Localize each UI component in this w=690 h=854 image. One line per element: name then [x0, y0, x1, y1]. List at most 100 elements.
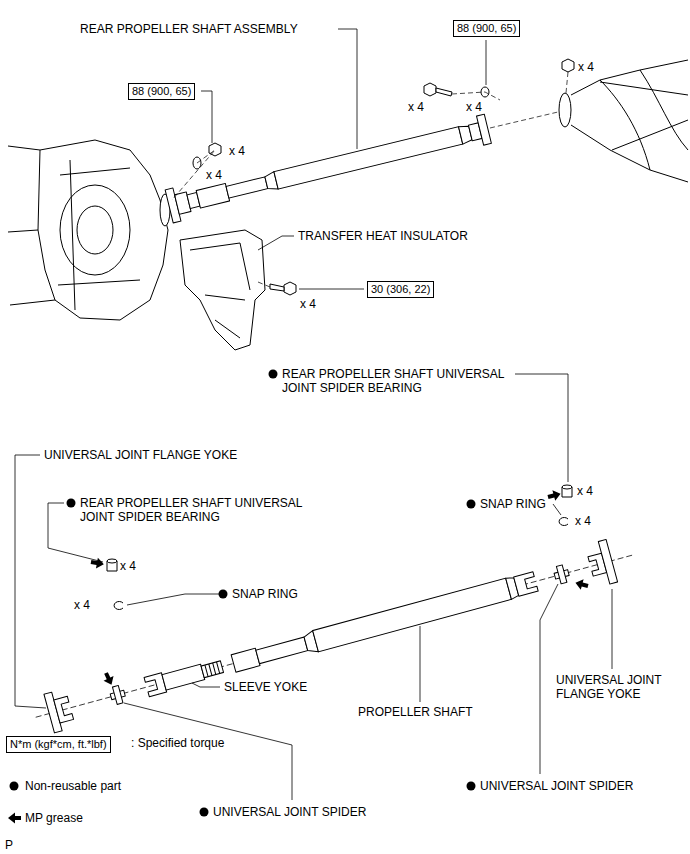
exploded-propeller-shaft — [256, 637, 308, 664]
exploded-propeller-shaft — [205, 662, 220, 677]
non-reusable-mark — [467, 782, 476, 791]
differential — [559, 60, 688, 182]
assembly-line — [172, 72, 568, 287]
exploded-propeller-shaft — [231, 648, 260, 672]
transfer-case — [77, 206, 113, 254]
differential — [600, 82, 688, 150]
nut — [209, 59, 574, 156]
washer — [193, 87, 489, 169]
leader-line — [15, 29, 612, 800]
exploded-propeller-shaft — [54, 696, 74, 723]
torque-box: 88 (900, 65) — [453, 20, 520, 37]
transfer-case — [8, 140, 170, 320]
exploded-propeller-shaft — [112, 685, 123, 704]
bolt — [424, 83, 436, 96]
torque-box: N*m (kgf*cm, ft.*lbf) — [6, 736, 111, 753]
part-name: UNIVERSAL JOINT FLANGE YOKE — [556, 673, 681, 701]
propeller-shaft-assembly — [226, 177, 268, 198]
grease-arrow — [8, 813, 21, 824]
part-name: TRANSFER HEAT INSULATOR — [298, 229, 468, 243]
snap-ring — [114, 517, 568, 609]
non-reusable-mark — [10, 782, 19, 791]
transfer-case — [38, 140, 168, 320]
exploded-propeller-shaft — [514, 572, 539, 597]
quantity: x 4 — [206, 168, 222, 182]
quantity: x 4 — [120, 559, 136, 573]
torque-value: N*m (kgf*cm, ft.*lbf) — [10, 738, 107, 751]
heat-insulator — [180, 230, 265, 350]
leader-line — [553, 504, 561, 515]
quantity: x 4 — [74, 598, 90, 612]
grease-arrow — [101, 671, 116, 687]
transfer-case — [60, 185, 130, 275]
exploded-propeller-shaft — [201, 661, 223, 678]
quantity: x 4 — [300, 297, 316, 311]
bolt — [284, 282, 296, 295]
exploded-propeller-shaft — [36, 555, 634, 718]
exploded-propeller-shaft — [30, 533, 640, 738]
spider-bearing — [562, 485, 572, 489]
leader-line — [486, 40, 487, 85]
heat-insulator — [190, 243, 250, 338]
propeller-shaft-assembly — [477, 114, 492, 145]
grease-arrow — [547, 488, 562, 502]
heat-insulator — [180, 230, 265, 350]
grease-arrow — [574, 577, 589, 591]
quantity: x 4 — [408, 100, 424, 114]
torque-value: 88 (900, 65) — [132, 85, 191, 98]
figure-code: P — [5, 838, 13, 852]
part-name: PROPELLER SHAFT — [358, 705, 473, 719]
exploded-propeller-shaft — [598, 539, 617, 584]
quantity: x 4 — [466, 100, 482, 114]
spider-bearing — [107, 559, 117, 563]
non-reusable-mark — [467, 500, 476, 509]
leader-line — [124, 703, 292, 800]
legend-text: Non-reusable part — [25, 779, 121, 793]
non-reusable-mark — [219, 590, 228, 599]
leader-line — [540, 584, 558, 774]
leader-line — [612, 589, 613, 669]
propeller-shaft-assembly — [165, 112, 492, 223]
leader-line — [299, 289, 364, 290]
assembly-line — [258, 282, 270, 287]
grease-arrow — [90, 557, 105, 570]
bolt — [270, 284, 284, 291]
leader-line — [338, 29, 357, 149]
exploded-propeller-shaft — [313, 578, 512, 652]
part-name: SLEEVE YOKE — [224, 680, 307, 694]
snap-ring — [114, 601, 123, 609]
assembly-line — [566, 72, 568, 93]
quantity: x 4 — [577, 484, 593, 498]
leader-line — [201, 91, 212, 143]
leader-line — [127, 594, 219, 605]
quantity: x 4 — [578, 60, 594, 74]
quantity: x 4 — [575, 514, 591, 528]
part-name: SNAP RING — [232, 587, 298, 601]
nut — [209, 143, 221, 156]
leader-line — [192, 683, 220, 687]
leader-line — [258, 236, 294, 250]
grease-arrow — [8, 488, 589, 823]
transfer-case — [58, 160, 140, 310]
nut — [562, 59, 574, 72]
transfer-case — [8, 146, 55, 305]
torque-value: 30 (306, 22) — [371, 283, 430, 296]
differential — [559, 93, 571, 127]
differential — [571, 60, 688, 182]
non-reusable-mark — [200, 808, 209, 817]
assembly-line — [490, 112, 558, 128]
non-reusable-mark — [67, 499, 76, 508]
propeller-shaft-assembly — [274, 127, 463, 189]
snap-ring — [559, 517, 568, 525]
non-reusable-mark — [10, 370, 476, 817]
exploded-propeller-shaft — [556, 565, 567, 584]
part-name: UNIVERSAL JOINT SPIDER — [480, 779, 633, 793]
part-name: REAR PROPELLER SHAFT UNIVERSAL JOINT SPI… — [282, 367, 510, 395]
assembly-line — [452, 92, 500, 100]
parts-illustration — [8, 59, 688, 738]
part-name: UNIVERSAL JOINT SPIDER — [213, 805, 366, 819]
non-reusable-mark — [269, 370, 278, 379]
leader-line — [420, 626, 421, 702]
torque-box: 30 (306, 22) — [367, 281, 434, 298]
